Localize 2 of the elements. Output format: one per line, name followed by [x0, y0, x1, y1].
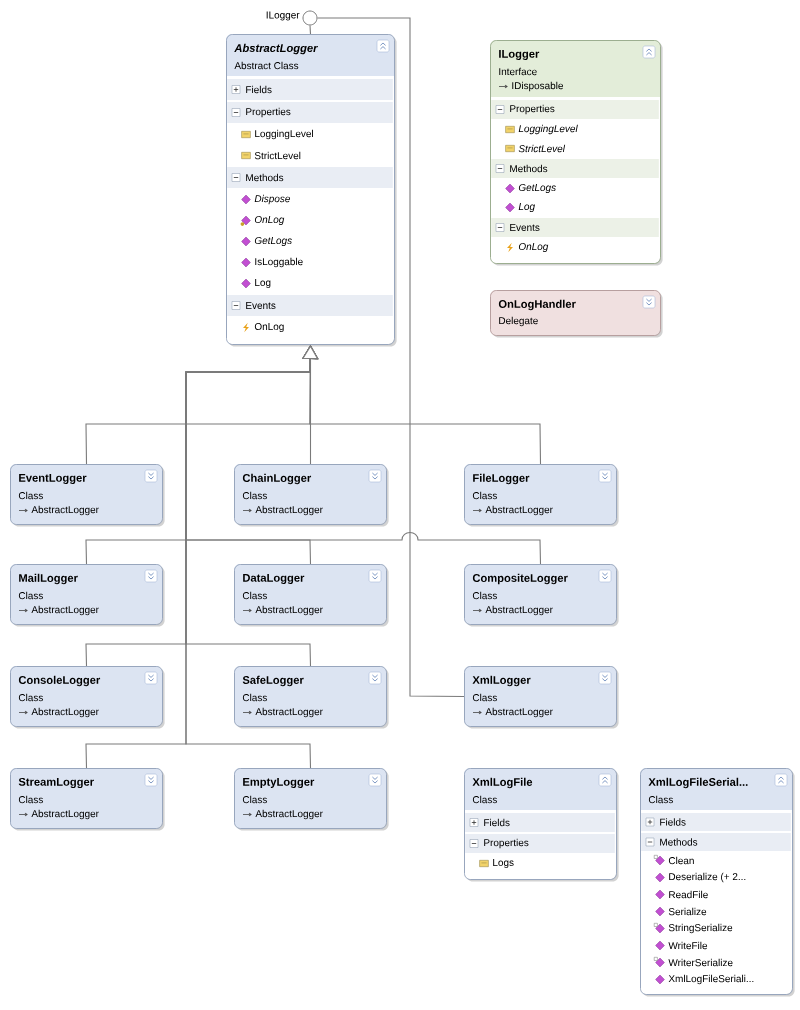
connector-line: [309, 24, 312, 35]
connector-line: [316, 17, 465, 698]
